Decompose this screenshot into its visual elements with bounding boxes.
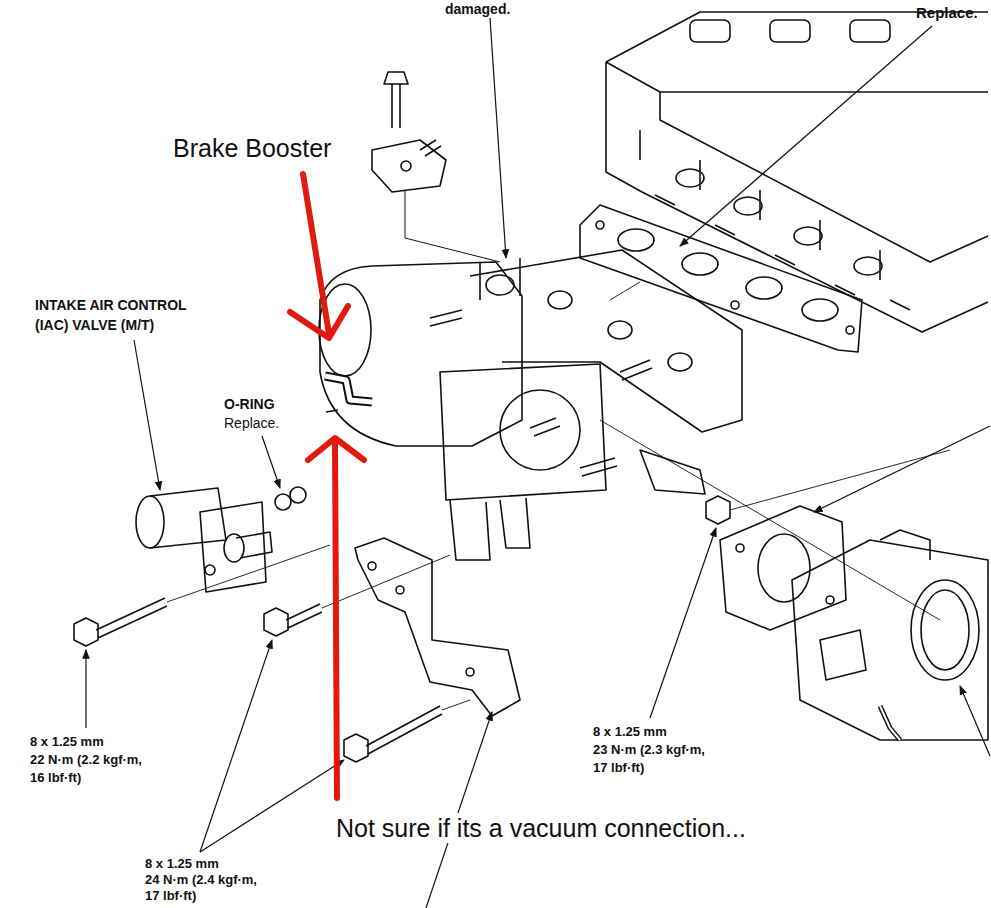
label-line: 17 lbf·ft)	[593, 759, 705, 777]
manifold-gasket	[580, 205, 862, 352]
part-note: Replace.	[916, 4, 978, 22]
torque-spec: 8 x 1.25 mm 24 N·m (2.4 kgf·m, 17 lbf·ft…	[145, 856, 257, 904]
intake-manifold	[319, 250, 742, 560]
label-line: 16 lbf·ft)	[30, 769, 142, 787]
label-line: 24 N·m (2.4 kgf·m,	[145, 872, 257, 888]
throttle-body-gasket	[720, 506, 846, 630]
label-line: 23 N·m (2.3 kgf·m,	[593, 741, 705, 759]
label-line: 8 x 1.25 mm	[145, 856, 257, 872]
label-line: 22 N·m (2.2 kgf·m,	[30, 751, 142, 769]
part-name: O-RING	[224, 396, 275, 413]
leader-lines	[86, 18, 990, 908]
top-bolt-bracket	[372, 72, 500, 262]
label-line: 17 lbf·ft)	[145, 888, 257, 904]
label-line: 8 x 1.25 mm	[30, 733, 142, 751]
iac-valve	[136, 488, 272, 592]
label-line: INTAKE AIR CONTROL	[35, 295, 187, 315]
part-note: Replace.	[224, 415, 279, 432]
cylinder-head	[606, 12, 988, 332]
manifold-bracket	[355, 538, 520, 716]
part-note: damaged.	[445, 1, 510, 18]
torque-spec: 8 x 1.25 mm 22 N·m (2.2 kgf·m, 16 lbf·ft…	[30, 733, 142, 787]
annotation-text: Brake Booster	[173, 133, 331, 163]
label-line: (IAC) VALVE (M/T)	[35, 315, 187, 335]
annotation-arrows	[290, 174, 364, 798]
part-name: INTAKE AIR CONTROL (IAC) VALVE (M/T)	[35, 295, 187, 335]
centre-lines	[167, 282, 950, 710]
annotation-text: Not sure if its a vacuum connection...	[333, 813, 749, 843]
throttle-body	[792, 530, 988, 740]
o-ring	[275, 487, 306, 510]
bolts	[74, 496, 730, 762]
torque-spec: 8 x 1.25 mm 23 N·m (2.3 kgf·m, 17 lbf·ft…	[593, 723, 705, 777]
label-line: 8 x 1.25 mm	[593, 723, 705, 741]
